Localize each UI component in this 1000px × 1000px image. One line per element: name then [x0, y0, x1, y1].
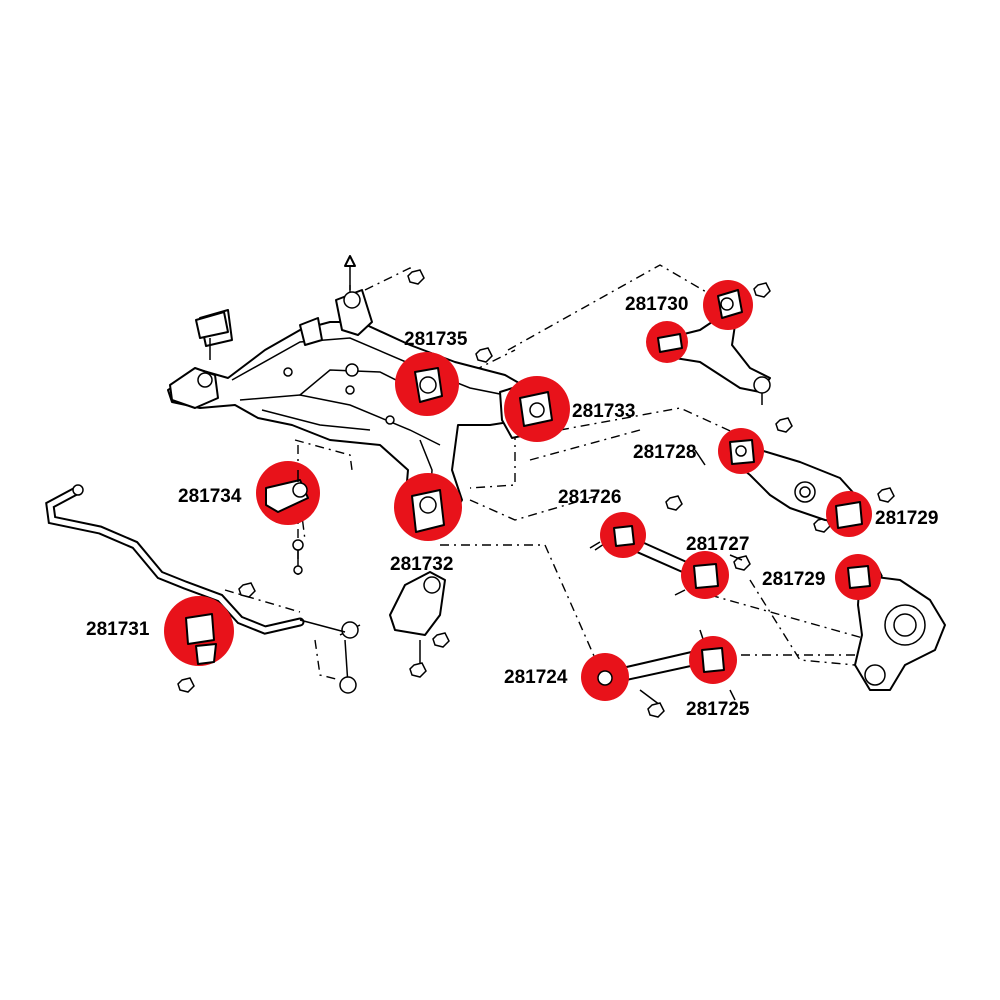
- label-281729-lower: 281729: [762, 569, 825, 590]
- bracket-mount: [195, 311, 229, 360]
- label-281730: 281730: [625, 294, 688, 315]
- label-281726: 281726: [558, 487, 621, 508]
- label-281729-upper: 281729: [875, 508, 938, 529]
- part-number-labels: 281735 281733 281730 281728 281729 28172…: [86, 294, 938, 720]
- bushing-part-details: [185, 289, 871, 686]
- label-281725: 281725: [686, 699, 750, 720]
- label-281724: 281724: [504, 667, 568, 688]
- label-281728: 281728: [633, 442, 696, 463]
- diff-mount-bracket: [389, 571, 446, 678]
- label-281731: 281731: [86, 619, 150, 640]
- label-281732: 281732: [390, 554, 453, 575]
- stabilizer-link: [299, 619, 361, 694]
- rear-knuckle: [854, 574, 946, 691]
- stabilizer-bar: [45, 484, 305, 635]
- lower-control-arm: [724, 449, 859, 523]
- label-281733: 281733: [572, 401, 635, 422]
- label-281727: 281727: [686, 534, 749, 555]
- label-281734: 281734: [178, 486, 242, 507]
- stud-bolt-icon: [344, 255, 356, 290]
- label-281735: 281735: [404, 329, 468, 350]
